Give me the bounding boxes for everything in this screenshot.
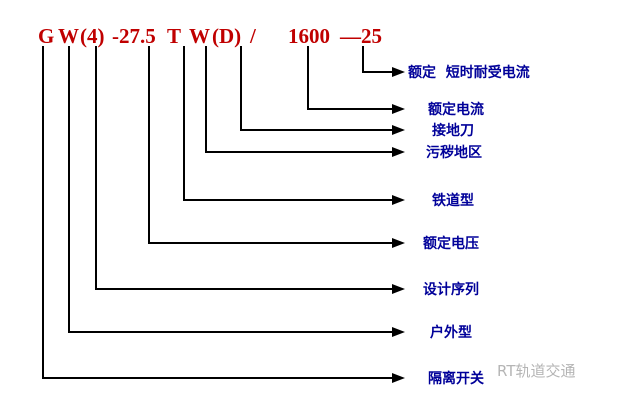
- connector-hline: [240, 129, 392, 131]
- arrow-icon: [392, 284, 405, 294]
- arrow-icon: [392, 125, 405, 135]
- connector-vline: [205, 46, 207, 153]
- code-seg-G: G: [38, 24, 55, 48]
- arrow-icon: [392, 327, 405, 337]
- label-design-series: 设计序列: [423, 282, 479, 298]
- label-outdoor-type: 户外型: [430, 325, 472, 341]
- connector-hline: [362, 71, 392, 73]
- code-seg-W1: W: [58, 24, 79, 48]
- connector-hline: [68, 331, 392, 333]
- connector-vline: [68, 46, 70, 333]
- label-rated-current: 额定电流: [428, 102, 484, 118]
- connector-vline: [362, 46, 364, 73]
- connector-hline: [307, 108, 392, 110]
- code-seg-4: (4): [80, 24, 105, 48]
- arrow-icon: [392, 195, 405, 205]
- label-polluted-area: 污秽地区: [426, 145, 482, 161]
- code-seg-1600: 1600: [288, 24, 330, 48]
- code-seg-T: T: [167, 24, 182, 48]
- connector-vline: [148, 46, 150, 244]
- connector-hline: [95, 288, 392, 290]
- connector-hline: [183, 199, 392, 201]
- connector-hline: [205, 151, 392, 153]
- code-seg-25: —25: [340, 24, 382, 48]
- arrow-icon: [392, 147, 405, 157]
- label-railway-type: 铁道型: [432, 193, 474, 209]
- connector-vline: [95, 46, 97, 290]
- arrow-icon: [392, 238, 405, 248]
- connector-vline: [240, 46, 242, 131]
- label-isolating-switch: 隔离开关: [428, 371, 484, 387]
- code-seg-slash: /: [250, 24, 256, 48]
- label-rated-voltage: 额定电压: [423, 236, 479, 252]
- connector-hline: [148, 242, 392, 244]
- arrow-icon: [392, 104, 405, 114]
- connector-vline: [183, 46, 185, 201]
- code-seg-W2: W: [189, 24, 210, 48]
- connector-vline: [42, 46, 44, 379]
- label-short-time-current: 额定 短时耐受电流: [408, 65, 530, 81]
- watermark: RT轨道交通: [497, 362, 576, 380]
- code-seg-D: (D): [212, 24, 242, 48]
- arrow-icon: [392, 67, 405, 77]
- connector-hline: [42, 377, 392, 379]
- arrow-icon: [392, 373, 405, 383]
- connector-vline: [307, 46, 309, 110]
- code-seg-27-5: -27.5: [112, 24, 156, 48]
- label-earthing-blade: 接地刀: [432, 123, 474, 139]
